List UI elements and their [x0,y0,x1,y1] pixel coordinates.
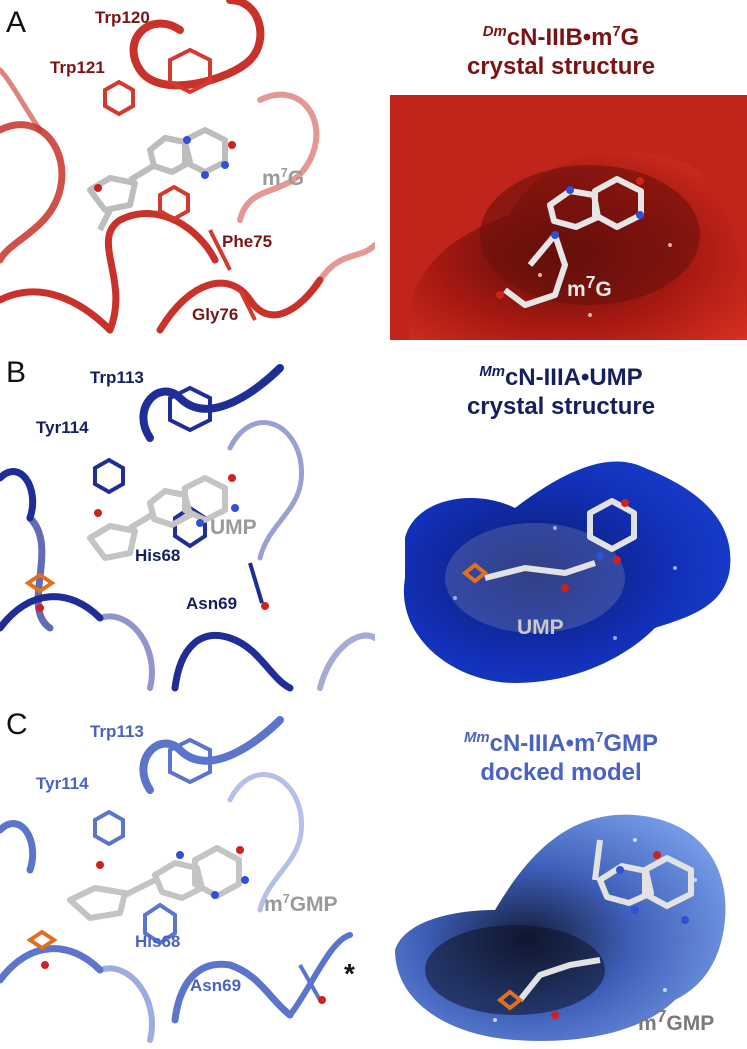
panel-title: MmcN-IIIA•m7GMP docked model [463,730,659,786]
panel-c-molecular-surface [395,814,726,1041]
panel-a-molecular-surface [390,95,747,340]
panel-label: B [6,356,27,389]
residue-label-trp121: Trp121 [50,58,105,77]
residue-label-tyr114: Tyr114 [36,774,89,793]
panel-a: A Trp120 Trp121 Phe75 Gly76 m7G DmcN-III… [0,0,747,345]
panel-b: B Trp113 Tyr114 His68 Asn69 UMP MmcN-III… [0,348,747,693]
ligand-label: m7GMP [264,892,338,916]
residue-label-trp113: Trp113 [90,722,144,741]
residue-label-asn69: Asn69 [190,976,242,995]
residue-label-his68: His68 [135,546,181,565]
residue-label-trp120: Trp120 [95,8,150,27]
surface-ligand-label: m7GMP [638,1006,715,1035]
ligand-label: UMP [210,516,257,539]
panel-title: MmcN-IIIA•UMP crystal structure [466,364,656,420]
surface-ligand-label: UMP [517,616,564,639]
panel-a-cartoon-structure [0,0,375,334]
residue-label-phe75: Phe75 [222,232,273,251]
ligand-label: m7G [262,166,305,190]
residue-label-asn69: Asn69 [186,594,238,613]
residue-label-tyr114: Tyr114 [36,418,89,437]
panel-label: C [6,708,28,741]
residue-label-gly76: Gly76 [192,305,239,324]
panel-b-molecular-surface [403,461,731,683]
panel-c: C Trp113 Tyr114 His68 Asn69 m7GMP * MmcN… [0,700,747,1049]
panel-b-cartoon-structure [0,364,375,692]
residue-label-trp113: Trp113 [90,368,144,387]
asterisk-marker: * [344,958,355,989]
surface-ligand-label: m7G [567,272,612,301]
panel-label: A [6,6,27,39]
panel-c-cartoon-structure [0,716,353,1043]
residue-label-his68: His68 [135,932,181,951]
panel-title: DmcN-IIIB•m7G crystal structure [466,24,656,80]
